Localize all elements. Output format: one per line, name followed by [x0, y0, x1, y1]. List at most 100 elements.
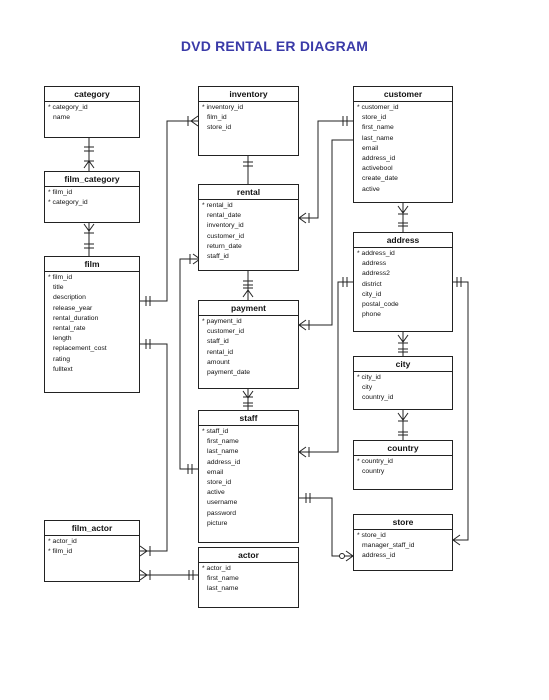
entity-name: actor	[199, 548, 298, 563]
entity-name: film_actor	[45, 521, 139, 536]
attribute: first_name	[207, 438, 239, 446]
attribute: first_name	[207, 575, 239, 583]
entity-name: film	[45, 257, 139, 272]
entity-name: customer	[354, 87, 452, 102]
attribute: email	[362, 144, 379, 152]
attribute: activebool	[362, 165, 393, 173]
rel-rental-staff	[179, 258, 198, 470]
attribute: phone	[362, 311, 381, 319]
key-attribute: inventory_id	[202, 103, 295, 113]
attribute-list: film_idcategory_id	[45, 187, 139, 209]
entity-name: city	[354, 357, 452, 372]
entity-address: addressaddress_idaddressaddress2district…	[353, 232, 453, 332]
key-attribute: customer_id	[357, 103, 449, 113]
attribute: password	[207, 509, 237, 517]
attribute: first_name	[362, 124, 394, 132]
key-attribute: film_id	[48, 188, 136, 198]
attribute: city_id	[362, 290, 382, 298]
attribute: email	[207, 468, 224, 476]
key-attribute: country_id	[357, 457, 449, 467]
entity-name: staff	[199, 411, 298, 426]
rel-payment-customer	[299, 139, 353, 326]
attribute: staff_id	[207, 253, 229, 261]
attribute: address2	[362, 270, 390, 278]
attribute: rental_duration	[53, 314, 99, 322]
attribute: staff_id	[207, 338, 229, 346]
attribute: amount	[207, 358, 230, 366]
entity-name: address	[354, 233, 452, 248]
key-attribute: staff_id	[202, 427, 295, 437]
rel-inventory-rental	[180, 121, 198, 259]
attribute: active	[207, 489, 225, 497]
entity-name: inventory	[199, 87, 298, 102]
attribute: inventory_id	[207, 222, 244, 230]
rel-film-inventory	[140, 120, 198, 302]
attribute: address_id	[362, 155, 396, 163]
entity-name: film_category	[45, 172, 139, 187]
entity-film-category: film_categoryfilm_idcategory_id	[44, 171, 140, 223]
attribute: last_name	[362, 134, 394, 142]
attribute: description	[53, 294, 86, 302]
attribute: address_id	[207, 458, 241, 466]
attribute: district	[362, 280, 382, 288]
attribute: title	[53, 284, 64, 292]
attribute: picture	[207, 519, 228, 527]
key-attribute: actor_id	[48, 537, 136, 547]
attribute: payment_date	[207, 369, 251, 377]
attribute: customer_id	[207, 232, 245, 240]
attribute: store_id	[362, 114, 387, 122]
entity-film: filmfilm_idtitledescriptionrelease_yearr…	[44, 256, 140, 393]
attribute: store_id	[207, 479, 232, 487]
diagram-title: DVD RENTAL ER DIAGRAM	[180, 38, 369, 54]
attribute: last_name	[207, 448, 239, 456]
key-attribute: film_id	[48, 547, 136, 557]
rel-address-staff	[299, 281, 353, 453]
attribute: username	[207, 499, 238, 507]
attribute: release_year	[53, 304, 93, 312]
attribute: create_date	[362, 175, 398, 183]
attribute-list: film_idtitledescriptionrelease_yearrenta…	[45, 272, 139, 376]
attribute: rental_id	[207, 348, 234, 356]
entity-name: category	[45, 87, 139, 102]
rel-film-film-actor	[140, 343, 168, 552]
rel-rental-customer	[299, 120, 353, 219]
attribute: country	[362, 468, 385, 476]
key-attribute: category_id	[48, 198, 136, 208]
attribute: address_id	[362, 552, 396, 560]
key-attribute: rental_id	[202, 201, 295, 211]
attribute: customer_id	[207, 328, 245, 336]
key-attribute: store_id	[357, 531, 449, 541]
attribute: length	[53, 335, 72, 343]
attribute: rental_date	[207, 212, 242, 220]
attribute: replacement_cost	[53, 345, 107, 353]
entity-name: payment	[199, 301, 298, 316]
key-attribute: payment_id	[202, 317, 295, 327]
key-attribute: city_id	[357, 373, 449, 383]
attribute: address	[362, 260, 387, 268]
entity-name: country	[354, 441, 452, 456]
entity-name: store	[354, 515, 452, 530]
entity-rental: rentalrental_idrental_dateinventory_idcu…	[198, 184, 299, 271]
attribute: city	[362, 384, 373, 392]
rel-staff-store	[299, 497, 353, 557]
attribute-list: address_idaddressaddress2districtcity_id…	[354, 248, 452, 321]
attribute: last_name	[207, 585, 239, 593]
